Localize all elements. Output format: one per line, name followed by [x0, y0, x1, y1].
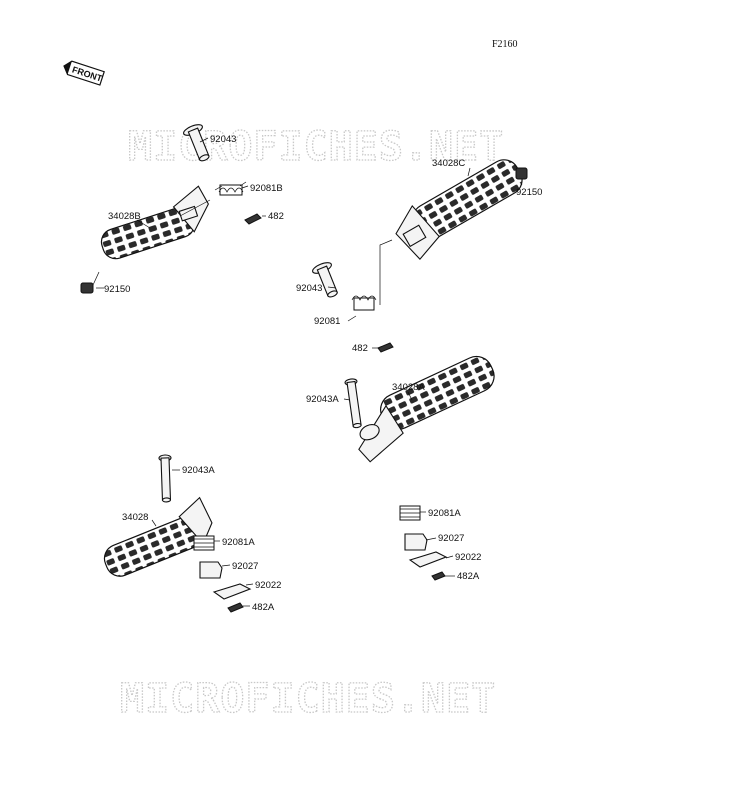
footrest-assembly-top-left	[80, 124, 266, 294]
label-92081A-left: 92081A	[222, 537, 255, 548]
spring-92081A-right	[399, 505, 421, 521]
label-482-mid: 482	[352, 343, 368, 354]
label-92027-left: 92027	[232, 561, 258, 572]
footrest-assembly-bottom-right	[343, 355, 495, 581]
footrest-assembly-bottom-left	[103, 454, 254, 613]
clip-482A-left	[227, 602, 244, 613]
label-34028A: 34028A	[392, 382, 425, 393]
clip-482-top	[244, 213, 262, 225]
footpeg-34028A	[358, 355, 495, 463]
spring-92081B	[214, 181, 247, 196]
label-482A-left: 482A	[252, 602, 275, 613]
label-92043-mid: 92043	[296, 283, 322, 294]
label-92081B: 92081B	[250, 183, 283, 194]
spring-92081A-left	[193, 535, 215, 551]
label-92150-right: 92150	[516, 187, 542, 198]
label-92043-top: 92043	[210, 134, 236, 145]
bolt-92150-right	[515, 167, 528, 180]
clip-482A-right	[431, 571, 446, 581]
pin-92043-mid	[312, 262, 338, 298]
footpeg-34028C	[395, 159, 523, 261]
label-92081A-right: 92081A	[428, 508, 461, 519]
label-34028: 34028	[122, 512, 148, 523]
bolt-92150-left	[80, 271, 100, 294]
clip-482-mid	[377, 342, 394, 353]
label-92150-left: 92150	[104, 284, 130, 295]
block-92027-right	[404, 533, 428, 551]
label-34028C: 34028C	[432, 158, 465, 169]
label-92081-mid: 92081	[314, 316, 340, 327]
front-arrow-icon: FRONT	[63, 60, 105, 86]
label-92022-right: 92022	[455, 552, 481, 563]
pin-92043-top	[183, 124, 210, 162]
watermark-bottom: MICROFICHES.NET	[120, 676, 496, 722]
block-92027-left	[199, 561, 223, 579]
label-92027-right: 92027	[438, 533, 464, 544]
label-92043A-right: 92043A	[306, 394, 339, 405]
plate-92022-right	[408, 551, 448, 568]
label-92043A-left: 92043A	[182, 465, 215, 476]
footrest-assembly-top-right	[312, 159, 528, 353]
footpeg-34028	[103, 496, 213, 577]
plate-92022-left	[212, 583, 252, 600]
pin-92043A-right	[344, 378, 362, 429]
spring-92081-mid	[351, 295, 377, 311]
footpeg-34028B	[100, 185, 209, 260]
label-92022-left: 92022	[255, 580, 281, 591]
label-482-top: 482	[268, 211, 284, 222]
diagram-code: F2160	[492, 39, 518, 50]
pin-92043A-left	[158, 454, 172, 503]
label-482A-right: 482A	[457, 571, 480, 582]
label-34028B: 34028B	[108, 211, 141, 222]
